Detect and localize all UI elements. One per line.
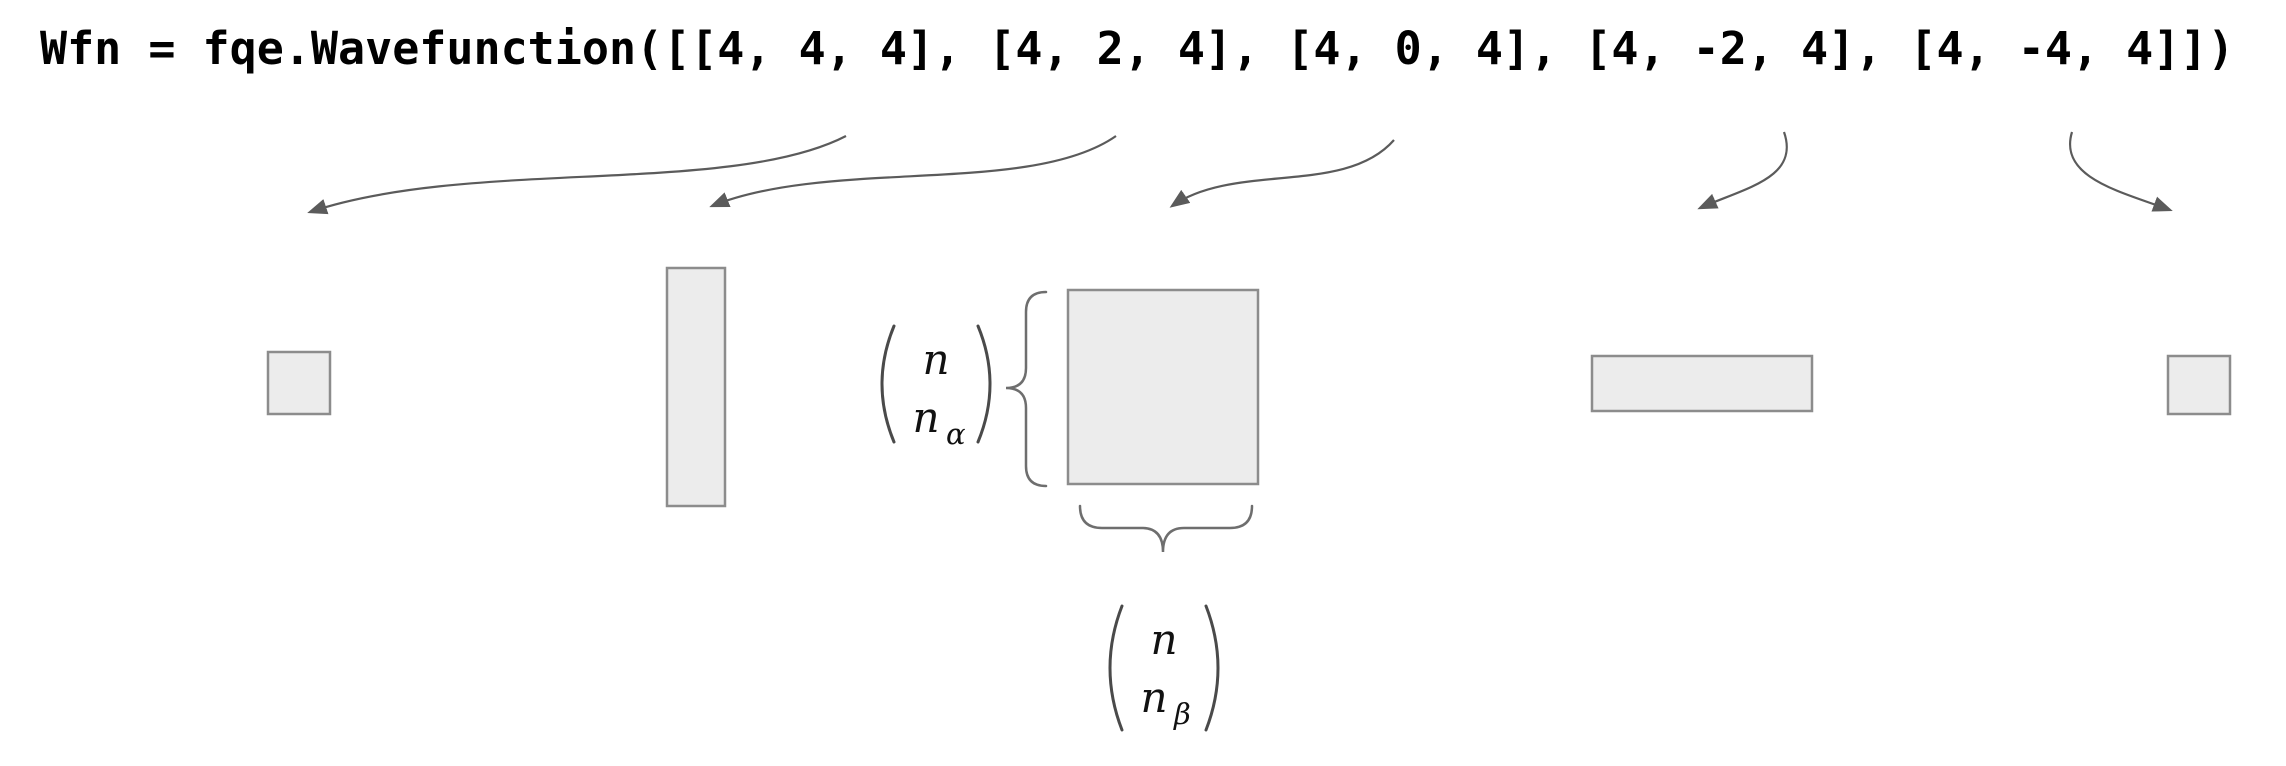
- matrix-height-brace: [1005, 290, 1048, 488]
- alpha-binomial-numerator: n: [922, 335, 949, 384]
- matrix-sector-2: [665, 266, 727, 508]
- matrix-sector-1: [266, 350, 332, 416]
- beta-dimension-annotation: n n β: [1078, 504, 1254, 732]
- beta-binomial-right-paren: [1204, 604, 1220, 732]
- arrow-sector-3: [1169, 139, 1395, 208]
- sector-matrices: [266, 266, 2232, 508]
- arrow-sector-5: [2069, 131, 2173, 212]
- beta-binomial-denominator: n: [1140, 673, 1167, 722]
- alpha-dimension-annotation: n n α: [880, 290, 1048, 488]
- beta-binomial-numerator: n: [1150, 615, 1177, 664]
- sector-arrows: [307, 131, 2173, 215]
- matrix-sector-4: [1590, 354, 1814, 413]
- arrow-sector-4: [1697, 131, 1788, 210]
- alpha-binomial-subscript: α: [946, 417, 966, 451]
- beta-binomial-left-paren: [1108, 604, 1124, 732]
- arrow-sector-2: [709, 135, 1117, 208]
- alpha-binomial-left-paren: [880, 324, 896, 444]
- alpha-binomial-denominator: n: [912, 393, 939, 442]
- matrix-width-brace: [1078, 504, 1254, 553]
- arrow-sector-1: [307, 135, 847, 215]
- matrix-sector-3: [1066, 288, 1260, 486]
- matrix-sector-5: [2166, 354, 2232, 416]
- beta-binomial-subscript: β: [1173, 697, 1191, 731]
- code-line: Wfn = fqe.Wavefunction([[4, 4, 4], [4, 2…: [40, 22, 2234, 75]
- alpha-binomial-right-paren: [976, 324, 992, 444]
